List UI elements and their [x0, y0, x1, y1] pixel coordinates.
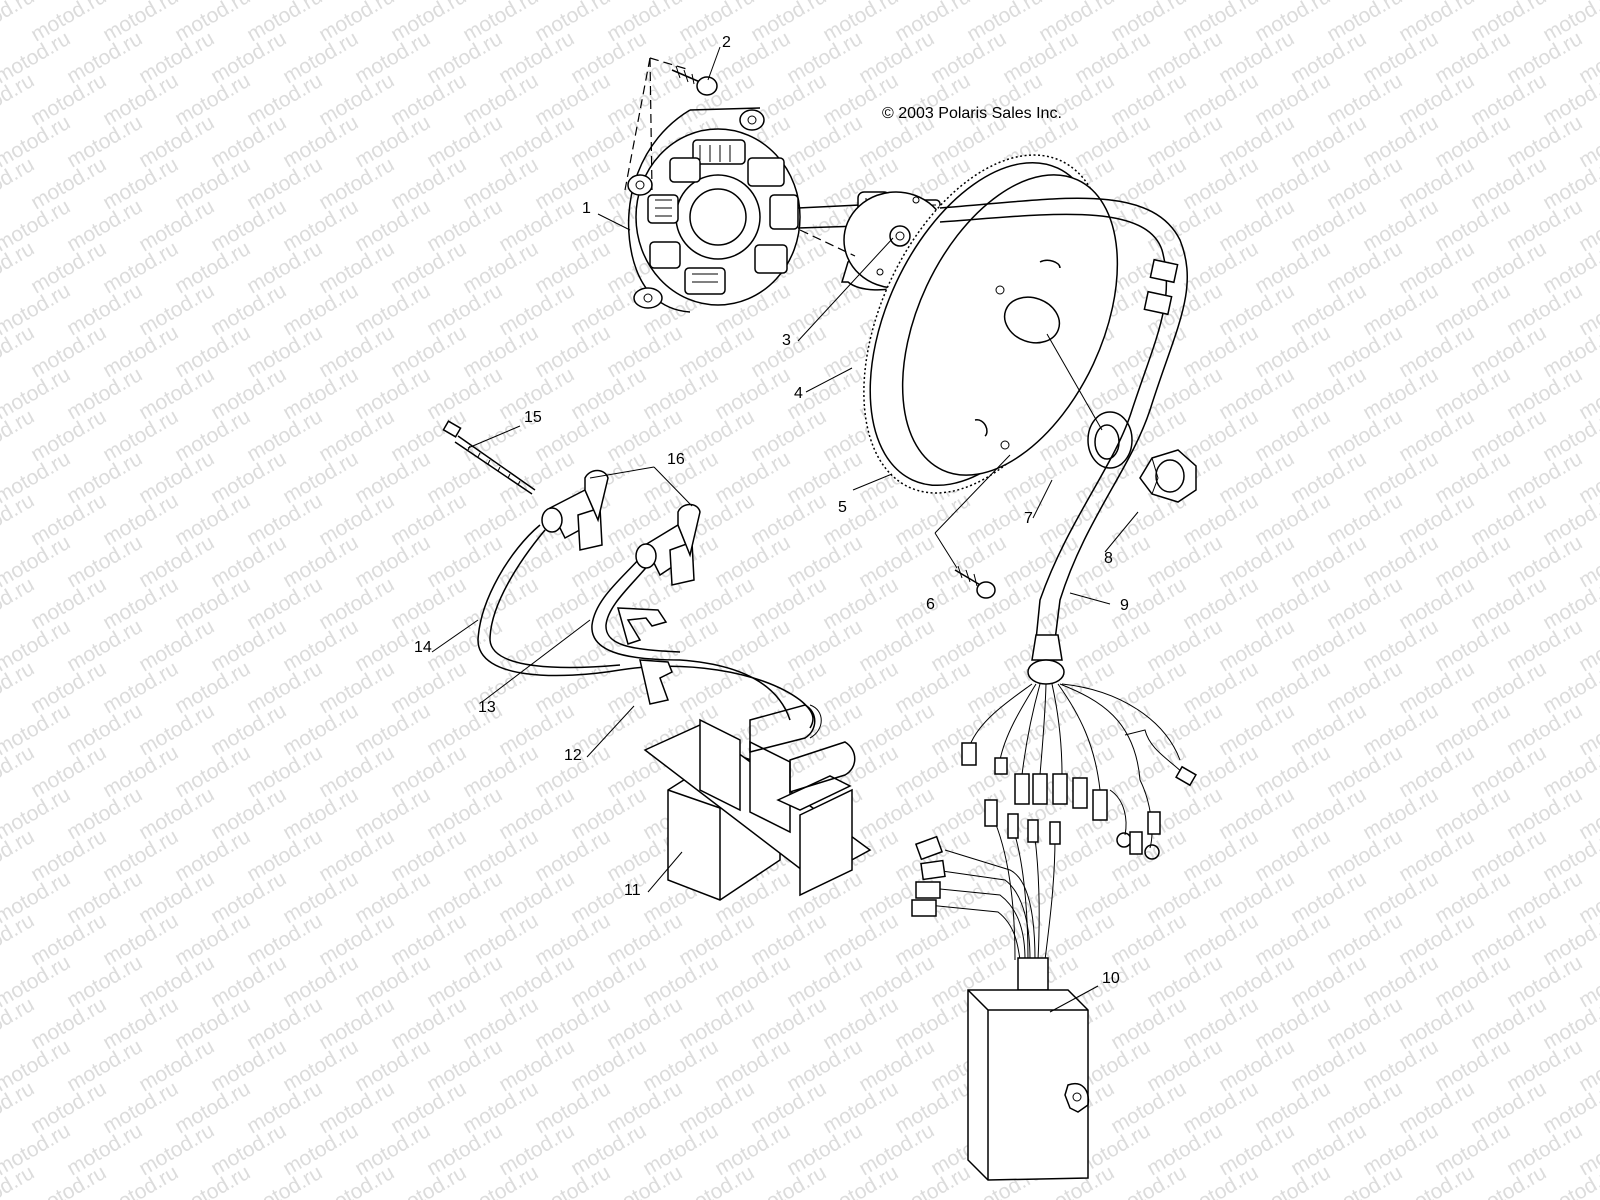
- callout-1: 1: [582, 200, 591, 217]
- spark-plug-caps: [541, 469, 701, 586]
- flywheel: [863, 154, 1119, 494]
- stator-screw: [624, 57, 718, 191]
- callout-10: 10: [1102, 970, 1120, 987]
- copyright-notice: © 2003 Polaris Sales Inc.: [882, 105, 1062, 122]
- callout-4: 4: [794, 385, 803, 402]
- cdi-module: [911, 799, 1090, 1181]
- callout-8: 8: [1104, 550, 1113, 567]
- leader-lines: [431, 46, 1139, 1013]
- high-tension-leads: [477, 524, 814, 729]
- callout-15: 15: [524, 409, 542, 426]
- callout-12: 12: [564, 747, 582, 764]
- stator-harness: [939, 197, 1197, 860]
- callout-7: 7: [1024, 510, 1033, 527]
- callout-9: 9: [1120, 597, 1129, 614]
- callout-2: 2: [722, 34, 731, 51]
- callout-16: 16: [667, 451, 685, 468]
- callout-3: 3: [782, 332, 791, 349]
- flywheel-bolt: [934, 454, 1011, 599]
- callout-14: 14: [414, 639, 432, 656]
- callout-5: 5: [838, 499, 847, 516]
- watermark-text: motod.ru: [1575, 0, 1600, 4]
- callout-13: 13: [478, 699, 496, 716]
- callout-labels: 2 1 3 4 5 6 7 8 9 10 11 12 13 14 15 16: [414, 34, 1129, 987]
- ignition-coil: [643, 704, 872, 901]
- callout-6: 6: [926, 596, 935, 613]
- callout-11: 11: [624, 882, 641, 899]
- flywheel-nut: [1139, 449, 1197, 503]
